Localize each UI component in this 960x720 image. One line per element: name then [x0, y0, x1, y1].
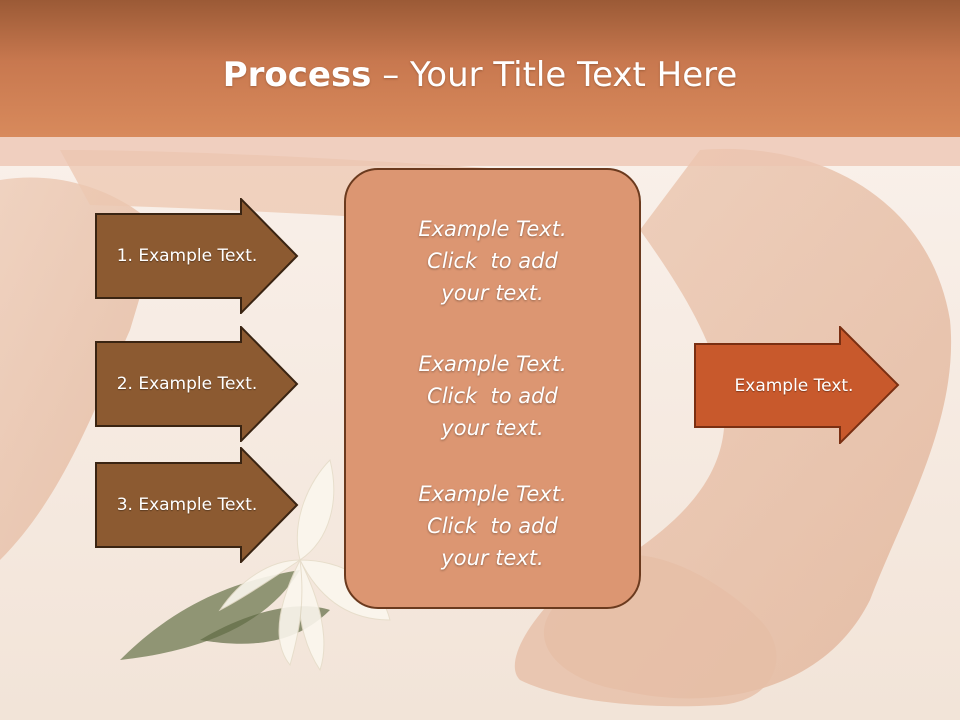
right-arrow[interactable]: [694, 326, 900, 444]
left-arrow-2[interactable]: [95, 326, 299, 442]
right-arrow-label: Example Text.: [734, 375, 854, 396]
center-text-box[interactable]: [344, 168, 641, 609]
left-arrow-2-label: 2. Example Text.: [116, 374, 258, 394]
center-block-1: Example Text. Click to add your text.: [344, 213, 641, 309]
left-arrow-1-label: 1. Example Text.: [116, 246, 258, 266]
header-band: [0, 137, 960, 166]
center-block-2-line1: Example Text.: [418, 352, 567, 376]
center-block-3-line3: your text.: [441, 546, 544, 570]
center-block-1-line3: your text.: [441, 281, 544, 305]
center-block-2-line2: Click to add: [427, 384, 558, 408]
left-arrow-1[interactable]: [95, 198, 299, 314]
center-block-3-line2: Click to add: [427, 514, 558, 538]
left-arrow-3-label: 3. Example Text.: [116, 495, 258, 515]
title-bold: Process: [222, 55, 372, 95]
center-block-3: Example Text. Click to add your text.: [344, 478, 641, 574]
center-block-2: Example Text. Click to add your text.: [344, 348, 641, 444]
center-block-1-line2: Click to add: [427, 249, 558, 273]
center-block-2-line3: your text.: [441, 416, 544, 440]
center-block-1-line1: Example Text.: [418, 217, 567, 241]
slide-title[interactable]: Process – Your Title Text Here: [0, 50, 960, 100]
center-block-3-line1: Example Text.: [418, 482, 567, 506]
left-arrow-3[interactable]: [95, 447, 299, 563]
title-rest: – Your Title Text Here: [371, 55, 738, 95]
title-header-bar: [0, 0, 960, 137]
